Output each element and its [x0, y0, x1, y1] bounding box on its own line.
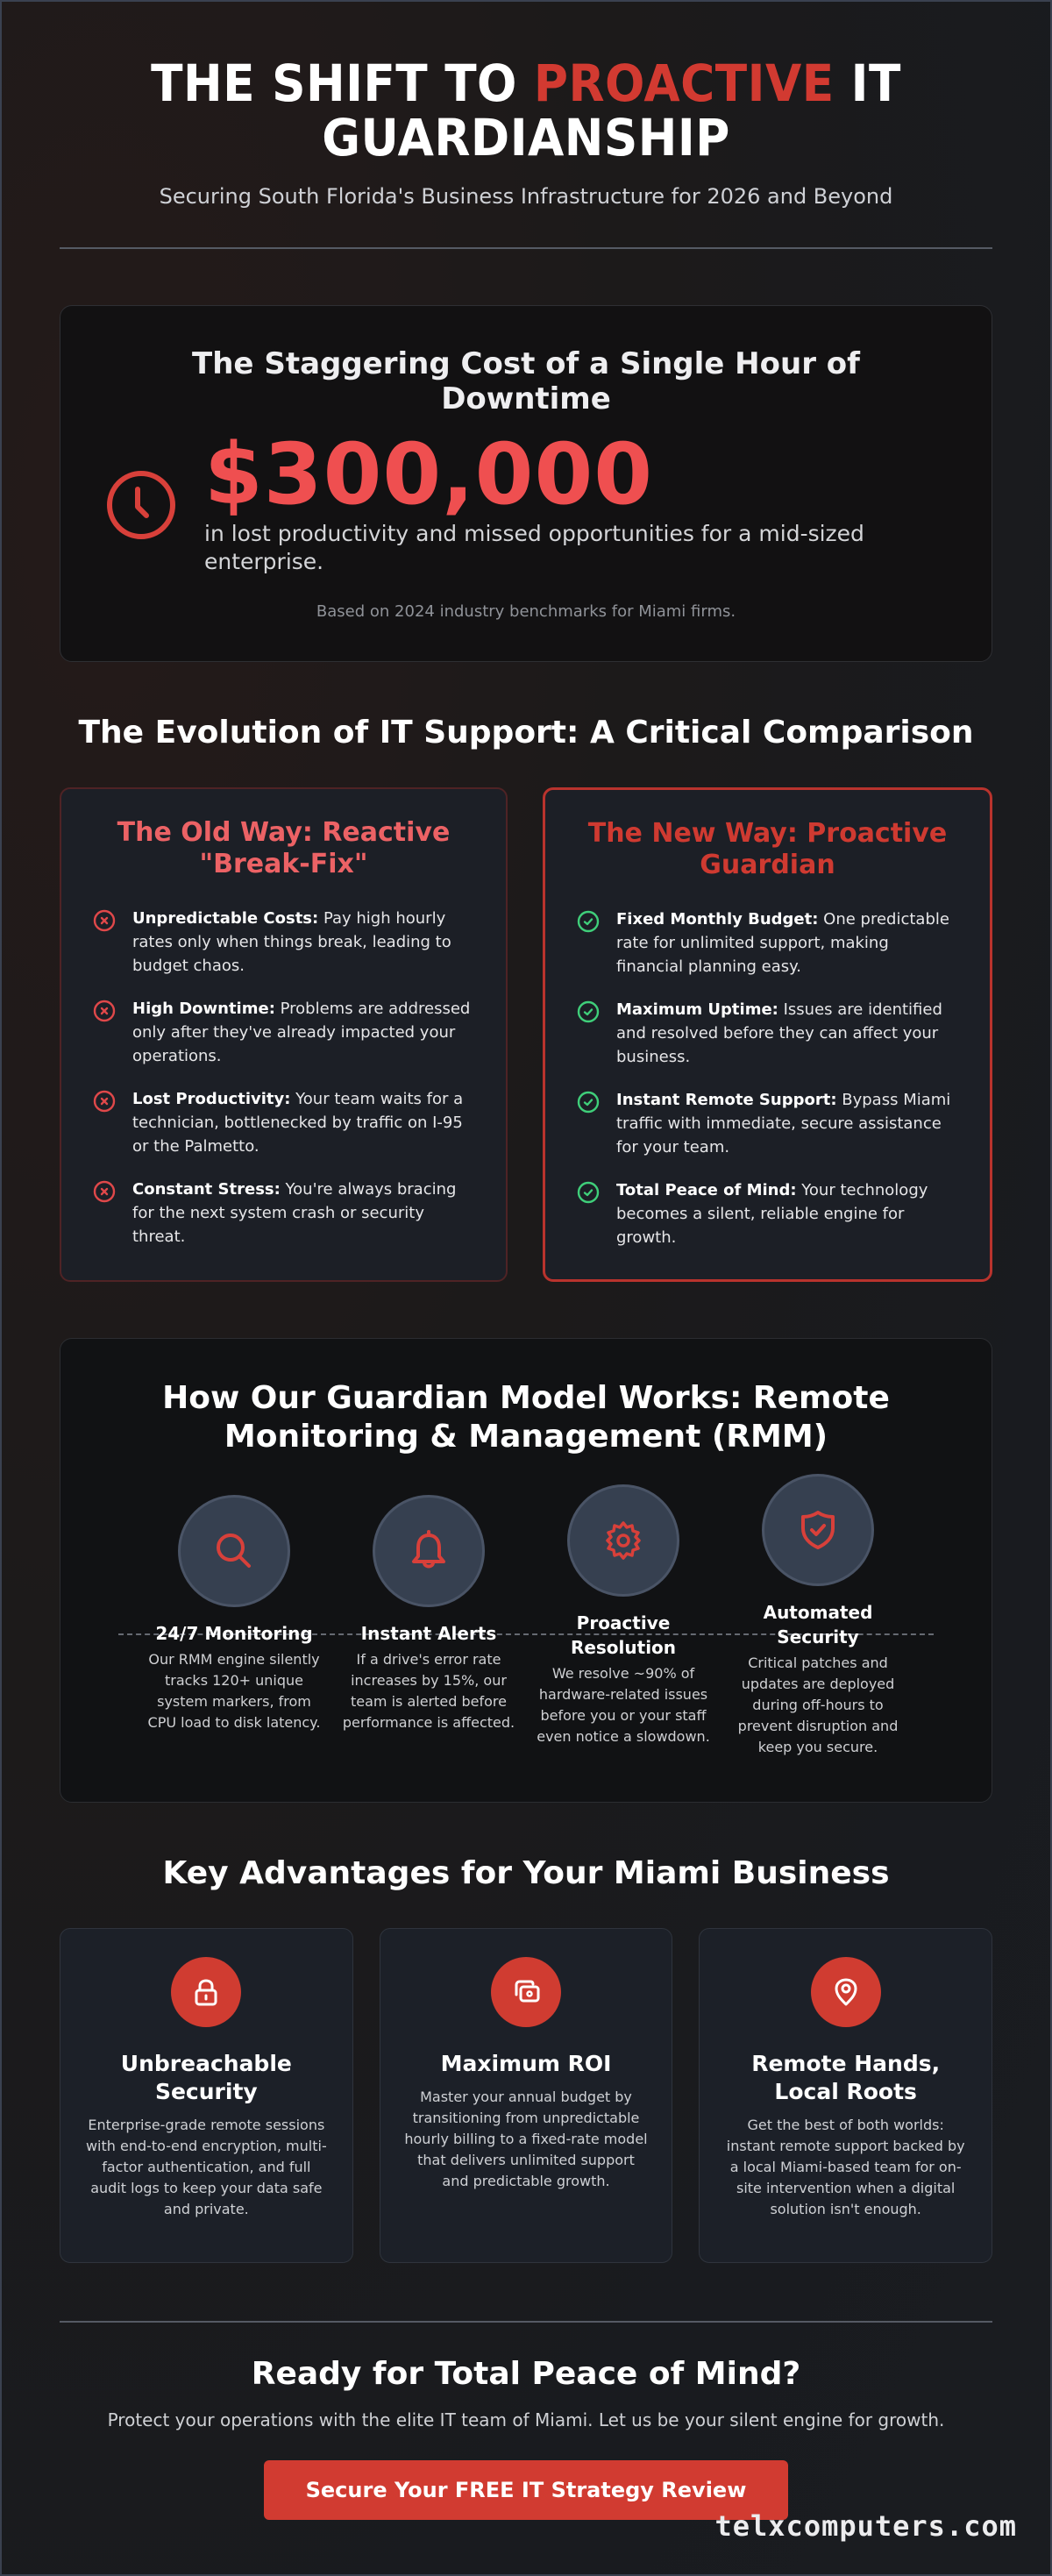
rmm-title: How Our Guardian Model Works: Remote Mon…	[162, 1380, 890, 1455]
list-item: Total Peace of Mind: Your technology bec…	[576, 1178, 960, 1249]
new-way-card: The New Way: Proactive Guardian Fixed Mo…	[543, 787, 992, 1282]
money-icon	[491, 1957, 561, 2027]
main-title: THE SHIFT TO PROACTIVE IT GUARDIANSHIP	[151, 53, 901, 167]
shield-check-icon	[762, 1474, 874, 1586]
title-accent: PROACTIVE	[533, 53, 835, 113]
list-item: Unpredictable Costs: Pay high hourly rat…	[92, 907, 476, 978]
x-circle-icon	[92, 999, 117, 1023]
list-item: Instant Remote Support: Bypass Miami tra…	[576, 1088, 960, 1159]
cost-footnote: Based on 2024 industry benchmarks for Mi…	[316, 602, 736, 621]
check-circle-icon	[576, 1090, 601, 1114]
x-circle-icon	[92, 1089, 117, 1114]
divider	[60, 2321, 992, 2323]
cost-amount: $300,000	[204, 425, 654, 523]
cost-description: in lost productivity and missed opportun…	[204, 521, 864, 574]
cta-text: Protect your operations with the elite I…	[107, 2409, 945, 2430]
strategy-review-button[interactable]: Secure Your FREE IT Strategy Review	[264, 2460, 788, 2520]
list-item: Constant Stress: You're always bracing f…	[92, 1178, 476, 1249]
rmm-steps: 24/7 Monitoring Our RMM engine silently …	[78, 1474, 974, 1758]
rmm-step-resolution: Proactive Resolution We resolve ~90% of …	[526, 1484, 721, 1758]
rmm-step-security: Automated Security Critical patches and …	[721, 1474, 915, 1758]
timeline-dashed-line	[118, 1633, 934, 1635]
cost-title: The Staggering Cost of a Single Hour of …	[192, 346, 860, 416]
gear-icon	[567, 1484, 679, 1597]
cost-values: $300,000 in lost productivity and missed…	[204, 425, 948, 576]
header: THE SHIFT TO PROACTIVE IT GUARDIANSHIP S…	[60, 2, 992, 249]
list-item: High Downtime: Problems are addressed on…	[92, 997, 476, 1068]
clock-icon	[104, 468, 178, 542]
advantage-card-roi: Maximum ROI Master your annual budget by…	[379, 1928, 673, 2263]
cost-row: $300,000 in lost productivity and missed…	[104, 425, 948, 576]
list-item: Fixed Monthly Budget: One predictable ra…	[576, 907, 960, 978]
rmm-step-monitoring: 24/7 Monitoring Our RMM engine silently …	[137, 1495, 331, 1758]
subtitle: Securing South Florida's Business Infras…	[159, 184, 893, 209]
brand-domain: telxcomputers.com	[714, 2509, 1017, 2543]
check-circle-icon	[576, 1180, 601, 1205]
advantages-title: Key Advantages for Your Miami Business	[162, 1855, 890, 1891]
lock-icon	[171, 1957, 242, 2027]
bell-icon	[373, 1495, 485, 1607]
location-pin-icon	[810, 1957, 881, 2027]
old-way-title: The Old Way: Reactive "Break-Fix"	[117, 817, 451, 879]
rmm-step-alerts: Instant Alerts If a drive's error rate i…	[331, 1495, 526, 1758]
downtime-cost-card: The Staggering Cost of a Single Hour of …	[60, 305, 992, 662]
comparison: The Old Way: Reactive "Break-Fix" Unpred…	[60, 787, 992, 1282]
comparison-title: The Evolution of IT Support: A Critical …	[78, 715, 974, 751]
old-way-card: The Old Way: Reactive "Break-Fix" Unpred…	[60, 787, 508, 1282]
search-icon	[178, 1495, 290, 1607]
check-circle-icon	[576, 1000, 601, 1024]
divider	[60, 247, 992, 249]
new-way-list: Fixed Monthly Budget: One predictable ra…	[575, 907, 960, 1249]
old-way-list: Unpredictable Costs: Pay high hourly rat…	[91, 907, 476, 1249]
advantage-card-security: Unbreachable Security Enterprise-grade r…	[60, 1928, 353, 2263]
list-item: Maximum Uptime: Issues are identified an…	[576, 998, 960, 1069]
check-circle-icon	[576, 909, 601, 934]
new-way-title: The New Way: Proactive Guardian	[587, 818, 948, 880]
rmm-card: How Our Guardian Model Works: Remote Mon…	[60, 1338, 992, 1803]
advantages: Unbreachable Security Enterprise-grade r…	[60, 1928, 993, 2263]
list-item: Lost Productivity: Your team waits for a…	[92, 1087, 476, 1158]
advantage-card-local: Remote Hands, Local Roots Get the best o…	[699, 1928, 993, 2263]
cta-section: Ready for Total Peace of Mind? Protect y…	[60, 2321, 992, 2555]
cta-title: Ready for Total Peace of Mind?	[251, 2356, 801, 2392]
x-circle-icon	[92, 1179, 117, 1204]
x-circle-icon	[92, 908, 117, 933]
